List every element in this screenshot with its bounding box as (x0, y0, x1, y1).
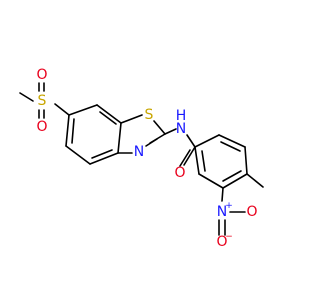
bond (220, 141, 241, 152)
nitro-group (218, 187, 246, 236)
charge-label-n-nitro: + (225, 201, 233, 211)
benzothiazole-benzene-ring (65, 104, 122, 165)
bond (222, 173, 248, 189)
bond (221, 187, 224, 202)
molecule-structure: S O O S N N H O N + O O − (19, 67, 264, 250)
amide-linkage (164, 128, 196, 167)
bond (19, 92, 34, 102)
atom-label-h-amide: H (176, 108, 187, 124)
atom-label-s-sulfonyl: S (38, 93, 47, 109)
bond (96, 104, 122, 124)
bond (89, 152, 119, 165)
bond (117, 122, 122, 154)
bond (68, 104, 98, 116)
bond (218, 134, 246, 148)
charge-label-o-nitro: − (225, 232, 233, 242)
bond (222, 170, 242, 182)
atom-label-o-nitro-bottom: O (216, 234, 227, 250)
bond (65, 114, 70, 147)
atom-label-n-amide: N (176, 121, 186, 137)
bond (183, 146, 196, 166)
bond (194, 146, 200, 175)
thiazole-ring (117, 114, 166, 154)
nitrotoluene-ring (194, 134, 248, 189)
bond (91, 149, 113, 159)
bond (54, 103, 70, 116)
atom-label-o-sulfonyl-top: O (36, 67, 47, 83)
bond (201, 150, 206, 172)
atom-label-s-thiazole: S (145, 107, 154, 123)
bond (71, 118, 75, 144)
bond (99, 111, 117, 125)
bond (179, 149, 191, 167)
atom-label-n-nitro: N (217, 204, 227, 220)
bond (244, 146, 248, 175)
atom-label-o-nitro-right: O (246, 204, 257, 220)
methyl-bond (246, 173, 264, 188)
bond (164, 128, 177, 135)
bond (186, 134, 196, 148)
bond (153, 120, 166, 135)
methylsulfonyl-group (19, 82, 70, 119)
bond (198, 173, 224, 189)
bond (194, 134, 220, 148)
bond (145, 138, 158, 147)
atom-label-o-sulfonyl-bottom: O (36, 119, 47, 135)
bond (65, 145, 91, 165)
atom-label-o-carbonyl: O (174, 165, 185, 181)
bond (120, 114, 143, 124)
atom-label-n-thiazole: N (134, 144, 144, 160)
